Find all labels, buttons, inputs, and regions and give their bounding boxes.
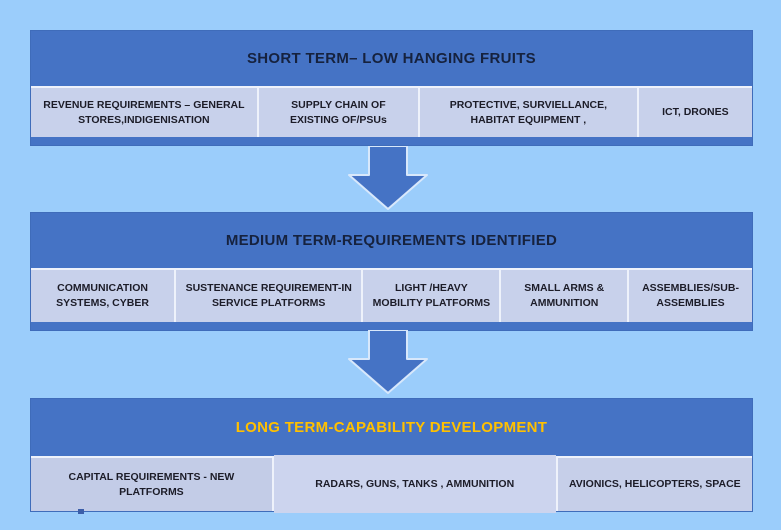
cell-revenue-requirements: REVENUE REQUIREMENTS – GENERAL STORES,IN… (31, 88, 257, 137)
cell-small-arms-ammunition: SMALL ARMS & AMMUNITION (501, 270, 628, 322)
medium-term-band-title: MEDIUM TERM-REQUIREMENTS IDENTIFIED (225, 232, 558, 249)
long-term-band: LONG TERM-CAPABILITY DEVELOPMENT CAPITAL… (30, 398, 753, 513)
stray-pixel-artifact (78, 509, 84, 514)
cell-radars-guns-tanks: RADARS, GUNS, TANKS , AMMUNITION (273, 455, 556, 513)
down-arrow-icon (348, 146, 428, 210)
down-arrow-icon (348, 330, 428, 394)
short-term-band: SHORT TERM– LOW HANGING FRUITS REVENUE R… (30, 30, 753, 146)
cell-ict-drones: ICT, DRONES (638, 88, 753, 137)
medium-term-cells-row: COMMUNICATION SYSTEMS, CYBER SUSTENANCE … (31, 268, 752, 322)
short-term-cells-row: REVENUE REQUIREMENTS – GENERAL STORES,IN… (31, 86, 753, 137)
cell-mobility-platforms: LIGHT /HEAVY MOBILITY PLATFORMS (363, 270, 500, 322)
cell-assemblies-subassemblies: ASSEMBLIES/SUB-ASSEMBLIES (629, 270, 752, 322)
cell-sustenance-platforms: SUSTENANCE REQUIREMENT-IN SERVICE PLATFO… (176, 270, 362, 322)
cell-avionics-helicopters-space: AVIONICS, HELICOPTERS, SPACE (557, 458, 752, 511)
cell-supply-chain: SUPPLY CHAIN OF EXISTING OF/PSUs (258, 88, 418, 137)
cell-protective-equipment: PROTECTIVE, SURVIELLANCE, HABITAT EQUIPM… (419, 88, 637, 137)
long-term-band-title: LONG TERM-CAPABILITY DEVELOPMENT (235, 419, 548, 436)
cell-communication-cyber: COMMUNICATION SYSTEMS, CYBER (31, 270, 175, 322)
short-term-band-title: SHORT TERM– LOW HANGING FRUITS (247, 50, 536, 67)
cell-capital-requirements: CAPITAL REQUIREMENTS - NEW PLATFORMS (31, 458, 272, 511)
long-term-cells-row: CAPITAL REQUIREMENTS - NEW PLATFORMS RAD… (31, 455, 752, 513)
medium-term-band: MEDIUM TERM-REQUIREMENTS IDENTIFIED COMM… (30, 212, 753, 331)
